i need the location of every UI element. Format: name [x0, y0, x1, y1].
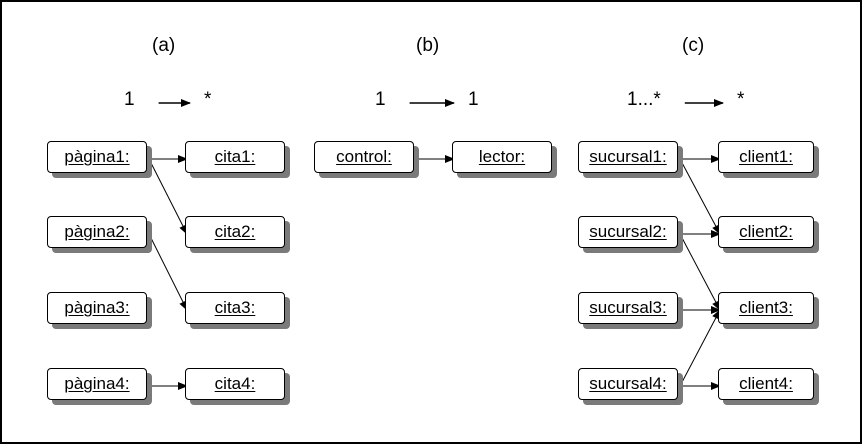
panel-c-mult-left: 1...*: [627, 89, 661, 110]
link-arrow: [679, 233, 721, 311]
object-box-client1: client1:: [718, 141, 814, 173]
panel-b-mult-right: 1: [468, 89, 479, 110]
object-box-cita2: cita2:: [185, 216, 285, 248]
object-box-cita1: cita1:: [185, 141, 285, 173]
object-box-pagina4: pàgina4:: [47, 368, 147, 400]
panel-c-mult-right: *: [737, 89, 745, 110]
object-box-cita3: cita3:: [185, 292, 285, 324]
object-box-sucursal3: sucursal3:: [578, 292, 678, 324]
panel-a-label: (a): [152, 35, 176, 56]
object-box-pagina3: pàgina3:: [47, 292, 147, 324]
panel-a-mult-right: *: [204, 89, 212, 110]
object-box-cita4: cita4:: [185, 368, 285, 400]
object-box-sucursal2: sucursal2:: [578, 216, 678, 248]
link-arrow: [148, 158, 188, 235]
panel-b-mult-left: 1: [375, 89, 386, 110]
object-box-control: control:: [314, 141, 414, 173]
link-arrow: [679, 158, 721, 235]
link-arrow: [148, 233, 188, 311]
object-box-pagina2: pàgina2:: [47, 216, 147, 248]
object-box-sucursal1: sucursal1:: [578, 141, 678, 173]
object-box-pagina1: pàgina1:: [47, 141, 147, 173]
object-box-lector: lector:: [452, 141, 552, 173]
object-box-client3: client3:: [718, 292, 814, 324]
object-box-sucursal4: sucursal4:: [578, 368, 678, 400]
object-box-client2: client2:: [718, 216, 814, 248]
panel-a-mult-left: 1: [124, 89, 135, 110]
link-arrow: [679, 309, 721, 387]
panel-c-label: (c): [682, 35, 705, 56]
panel-b-label: (b): [416, 35, 440, 56]
object-box-client4: client4:: [718, 368, 814, 400]
